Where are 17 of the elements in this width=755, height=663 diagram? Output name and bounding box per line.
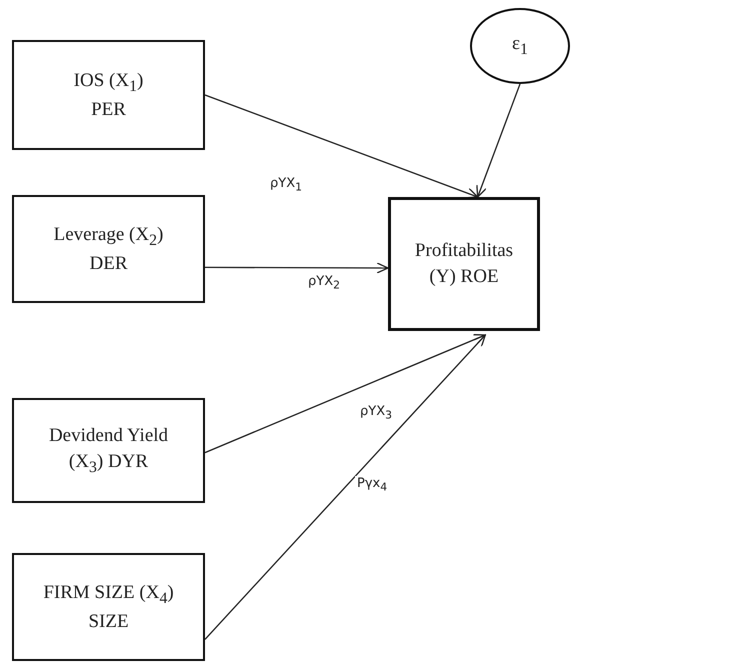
arrow (204, 334, 486, 640)
variable-label: Leverage (X$_{2}$) DER (52, 222, 164, 276)
variable-label: Devidend Yield (X$_{3}$) DYR (48, 424, 170, 478)
variable-label: IOS (X$_{1}$) PER (72, 68, 144, 122)
variable-box (12, 40, 205, 150)
edge-label: ρYX$_{3}$ (358, 404, 394, 422)
variable-box (12, 553, 205, 661)
variable-label: ε$_{1}$ (511, 32, 529, 60)
variable-label: FIRM SIZE (X$_{4}$) SIZE (42, 580, 175, 634)
arrow (205, 262, 389, 274)
variable-label: Profitabilitas (Y) ROE (414, 239, 514, 289)
variable-box (12, 398, 205, 503)
variable-box (12, 195, 205, 303)
arrow (204, 94, 478, 198)
variable-box (388, 197, 540, 331)
arrow (204, 334, 486, 454)
arrow (476, 84, 521, 198)
